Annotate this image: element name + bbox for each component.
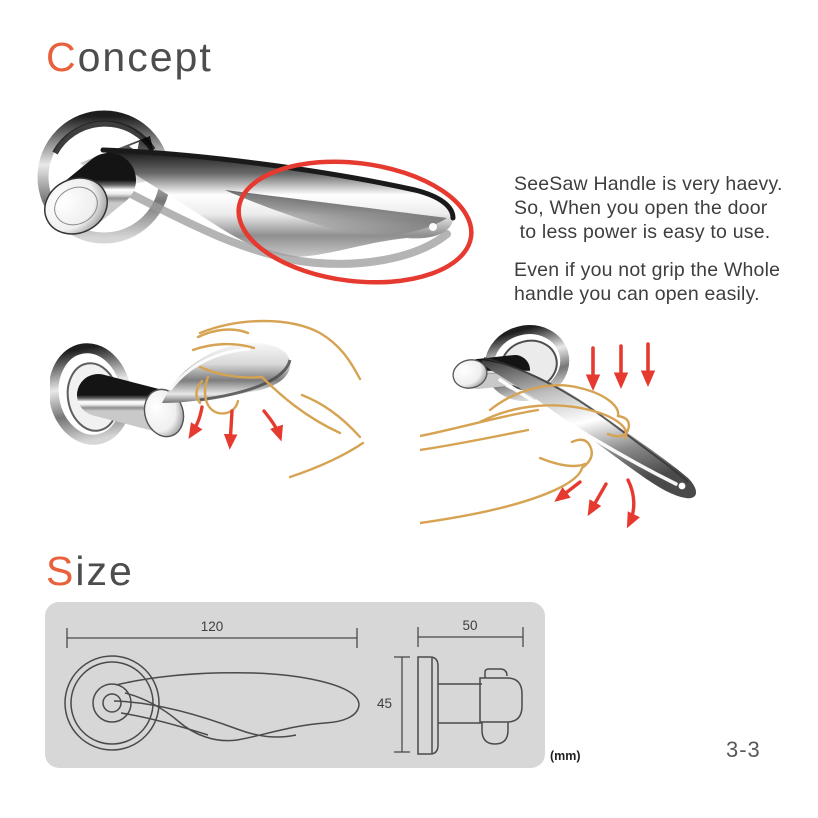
hand-sketch (420, 384, 631, 525)
dimension-120 (66, 628, 358, 648)
size-heading-initial: S (46, 548, 76, 594)
dimension-50 (417, 627, 524, 647)
concept-heading-rest: oncept (77, 34, 213, 80)
concept-text-line: handle you can open easily. (514, 283, 760, 305)
size-heading-rest: ize (75, 548, 134, 594)
unit-label: (mm) (550, 749, 581, 763)
concept-heading-initial: C (46, 34, 78, 80)
page-number: 3-3 (726, 737, 761, 762)
concept-description: SeeSaw Handle is very haevy. So, When yo… (514, 172, 783, 306)
concept-paragraph-2: Even if you not grip the Whole handle yo… (514, 258, 783, 306)
hero-handle-illustration (37, 110, 474, 285)
size-heading: Size (46, 548, 134, 595)
grip-front-illustration (50, 319, 365, 479)
handle-lever (481, 357, 697, 499)
concept-heading: Concept (46, 34, 213, 81)
rotation-arrows (554, 478, 640, 529)
handle-neck (44, 153, 136, 235)
technical-drawing: 120 50 45 (64, 618, 524, 755)
handle-lever (162, 343, 292, 403)
concept-text-line: Even if you not grip the Whole (514, 259, 781, 281)
front-view-drawing (64, 655, 360, 751)
dimension-length-label: 120 (201, 619, 224, 634)
red-highlight-ellipse (236, 159, 474, 285)
concept-text-line: to less power is easy to use. (514, 221, 771, 243)
concept-text-line: SeeSaw Handle is very haevy. (514, 173, 783, 195)
downward-force-arrows (188, 405, 284, 450)
dimension-height-label: 45 (377, 696, 392, 711)
concept-text-line: So, When you open the door (514, 197, 768, 219)
dimension-depth-label: 50 (462, 618, 477, 633)
downward-force-arrows (585, 342, 656, 392)
size-drawing-panel: 120 50 45 (45, 602, 545, 768)
concept-paragraph-1: SeeSaw Handle is very haevy. So, When yo… (514, 172, 783, 244)
dimension-45 (394, 656, 410, 753)
side-view-drawing (417, 656, 523, 755)
grip-rear-illustration (420, 325, 697, 529)
handle-lever (100, 147, 456, 268)
hand-sketch (191, 319, 365, 479)
